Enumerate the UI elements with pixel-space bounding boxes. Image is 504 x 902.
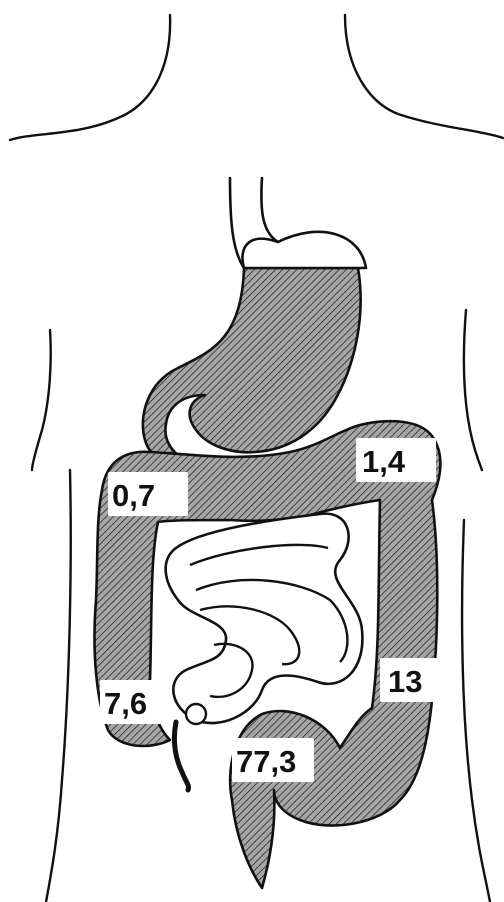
- appendix: [174, 704, 206, 790]
- neck-right-line: [345, 15, 503, 138]
- label-descending-text: 13: [388, 664, 422, 699]
- label-transverse-right: 1,4: [356, 438, 436, 482]
- label-ascending: 7,6: [100, 680, 170, 724]
- label-sigmoid-rectum-text: 77,3: [236, 744, 296, 779]
- neck-left-line: [10, 15, 170, 140]
- label-ascending-text: 7,6: [104, 686, 147, 721]
- label-transverse-left: 0,7: [108, 472, 188, 516]
- stomach-fundus: [242, 232, 366, 268]
- right-arm-line: [464, 310, 482, 470]
- left-torso-line: [46, 470, 71, 902]
- stomach: [143, 268, 361, 467]
- label-sigmoid-rectum: 77,3: [232, 738, 314, 782]
- label-descending: 13: [380, 658, 438, 702]
- small-intestine: [166, 514, 363, 723]
- right-torso-line: [462, 520, 490, 902]
- left-arm-line: [32, 330, 51, 470]
- label-transverse-right-text: 1,4: [362, 444, 406, 479]
- label-transverse-left-text: 0,7: [112, 478, 155, 513]
